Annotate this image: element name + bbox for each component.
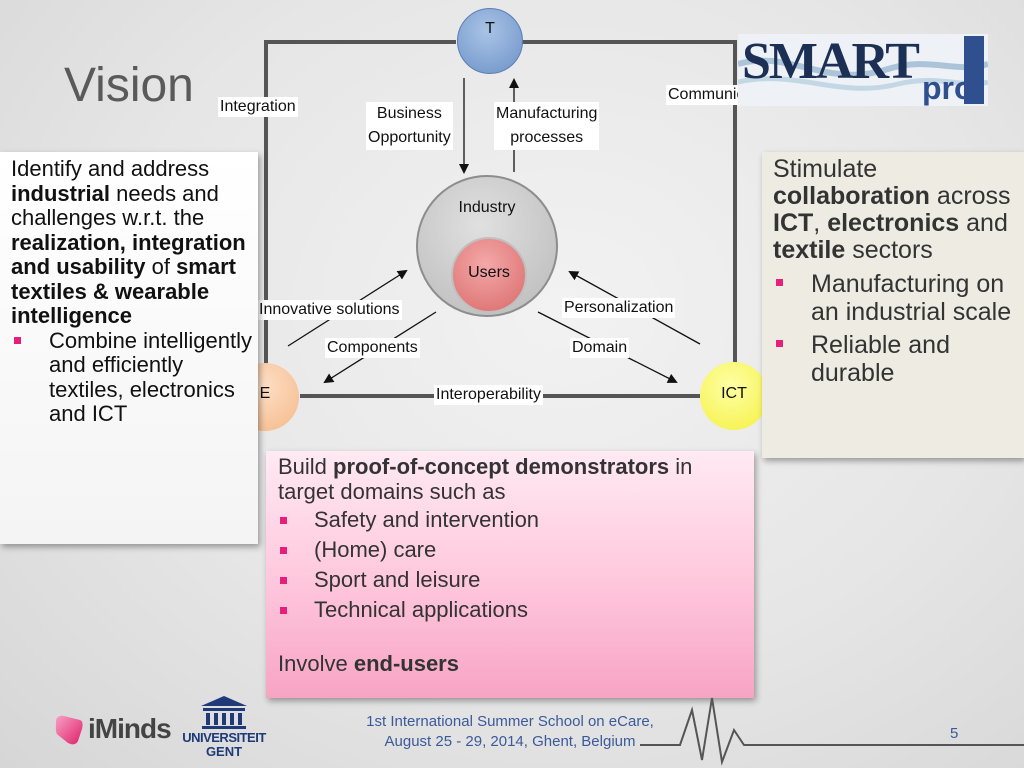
node-ict: ICT xyxy=(700,362,768,430)
business-opportunity-label: Business Opportunity xyxy=(366,102,453,150)
list-item: Reliable and durable xyxy=(773,331,1024,387)
smart-wordmark: SMART xyxy=(742,33,920,90)
ugent-wordmark-1: UNIVERSITEIT xyxy=(182,730,266,745)
users-circle: Users xyxy=(451,237,527,313)
left-panel-bullets: Combine intelligently and efficiently te… xyxy=(0,328,258,427)
heartbeat-line xyxy=(640,697,1024,766)
right-panel-text: Stimulate collaboration across ICT, elec… xyxy=(773,155,1011,264)
list-item: Sport and leisure xyxy=(277,565,754,595)
pink-panel: Build proof-of-concept demonstrators in … xyxy=(266,451,754,698)
footer-line-2: August 25 - 29, 2014, Ghent, Belgium xyxy=(384,733,636,750)
personalization-label: Personalization xyxy=(562,298,676,318)
industry-label: Industry xyxy=(458,199,516,216)
smart-pro-logo: SMART pro xyxy=(738,34,988,106)
pro-wordmark: pro xyxy=(922,70,974,106)
interoperability-label: Interoperability xyxy=(434,385,543,405)
left-panel: Identify and address industrial needs an… xyxy=(0,152,258,544)
users-label: Users xyxy=(468,264,510,281)
components-label: Components xyxy=(325,338,420,358)
slide-title: Vision xyxy=(64,59,194,112)
ugent-building-icon xyxy=(201,696,247,729)
smart-logo-graphic xyxy=(738,34,988,106)
right-panel-bullets: Manufacturing on an industrial scale Rel… xyxy=(762,270,1024,387)
integration-label: Integration xyxy=(218,97,298,117)
right-panel: Stimulate collaboration across ICT, elec… xyxy=(762,152,1024,458)
node-e-label: E xyxy=(259,385,271,402)
frame-line xyxy=(264,40,737,396)
list-item: Combine intelligently and efficiently te… xyxy=(11,328,258,427)
pink-panel-bullets: Safety and intervention (Home) care Spor… xyxy=(266,505,754,625)
manufacturing-processes-label: Manufacturing processes xyxy=(494,102,600,150)
list-item: Manufacturing on an industrial scale xyxy=(773,270,1024,326)
innovative-solutions-label: Innovative solutions xyxy=(257,300,402,320)
list-item: Technical applications xyxy=(277,595,754,625)
domain-label: Domain xyxy=(570,338,630,358)
footer-line-1: 1st International Summer School on eCare… xyxy=(366,713,654,730)
pink-panel-involve: Involve end-users xyxy=(278,651,459,676)
node-ict-label: ICT xyxy=(721,385,747,402)
pink-panel-text: Build proof-of-concept demonstrators in … xyxy=(278,454,693,504)
list-item: Safety and intervention xyxy=(277,505,754,535)
ugent-logo: UNIVERSITEIT GENT xyxy=(174,694,274,764)
node-t: T xyxy=(457,8,523,74)
footer: 1st International Summer School on eCare… xyxy=(310,712,710,752)
node-t-label: T xyxy=(485,20,495,37)
list-item: (Home) care xyxy=(277,535,754,565)
ugent-wordmark-2: GENT xyxy=(205,744,243,759)
page-number: 5 xyxy=(950,725,959,742)
iminds-logo-icon xyxy=(55,715,83,745)
left-panel-text: Identify and address industrial needs an… xyxy=(11,156,246,328)
iminds-wordmark: iMinds xyxy=(88,713,172,744)
